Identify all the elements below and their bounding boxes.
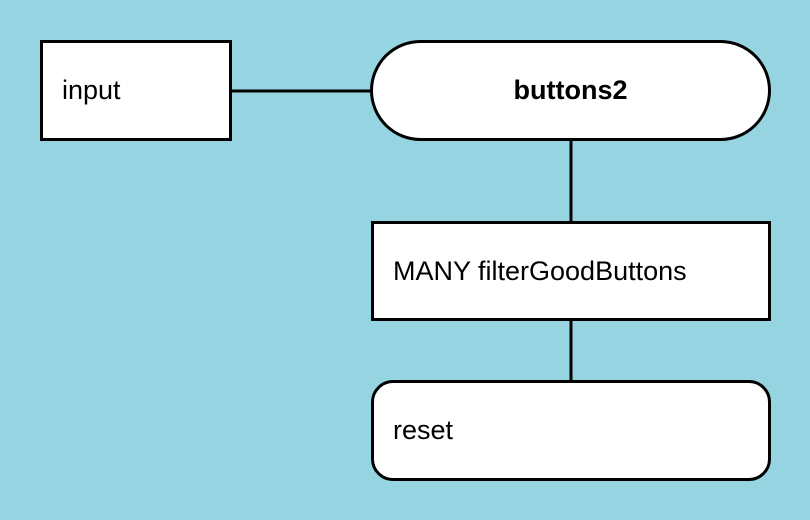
node-buttons2[interactable]: buttons2	[370, 40, 771, 141]
node-many-filter-good-buttons[interactable]: MANY filterGoodButtons	[371, 221, 771, 321]
node-buttons2-label: buttons2	[513, 75, 628, 105]
node-reset[interactable]: reset	[371, 380, 771, 481]
node-many-filter-good-buttons-label: MANY filterGoodButtons	[393, 255, 687, 286]
node-input[interactable]: input	[40, 40, 232, 141]
node-input-label: input	[62, 75, 121, 105]
node-reset-label: reset	[393, 415, 454, 445]
